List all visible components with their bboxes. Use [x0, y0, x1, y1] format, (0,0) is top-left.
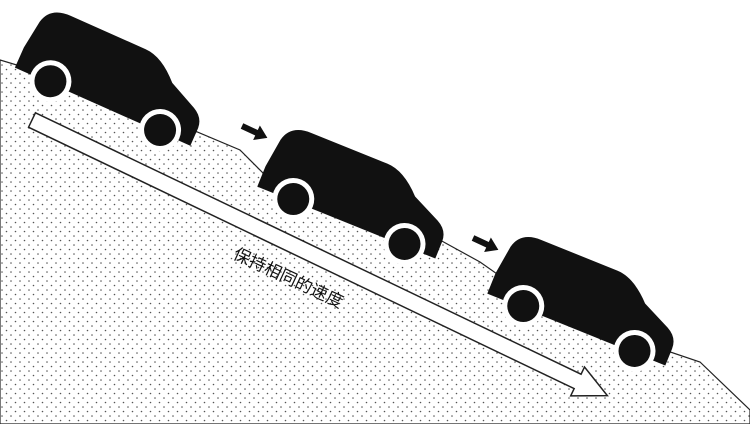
speed-arrow [27, 111, 609, 397]
arrow-icon [240, 123, 268, 141]
arrow-icon [471, 235, 499, 253]
